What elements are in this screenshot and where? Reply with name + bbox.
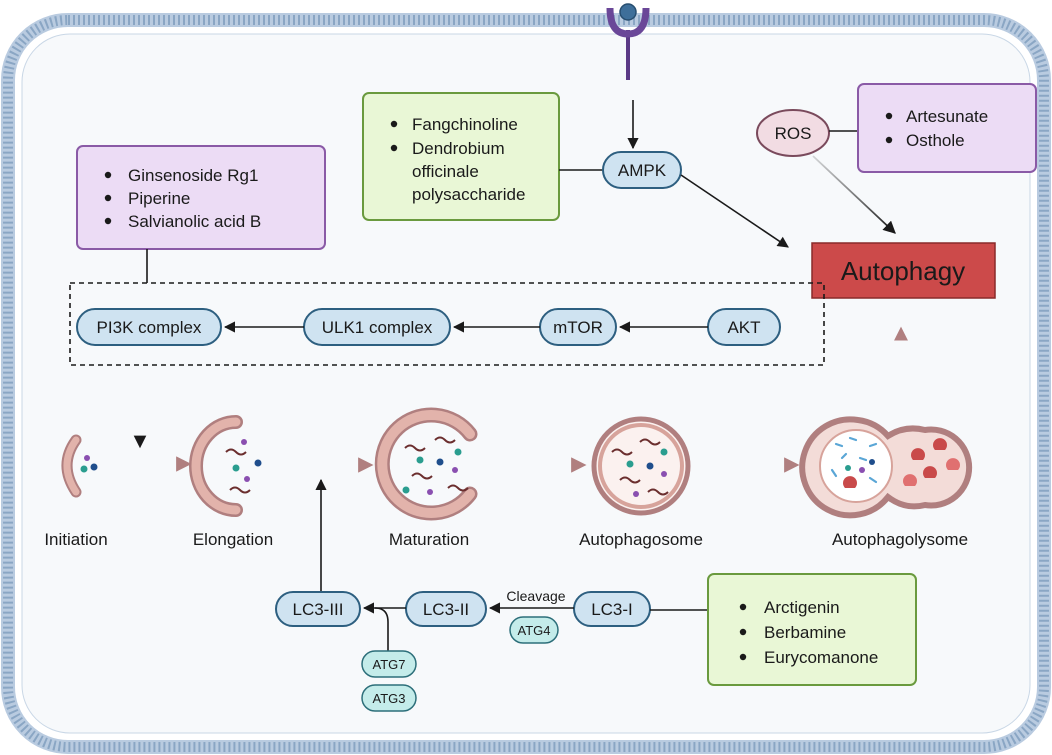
atg3-node: ATG3 bbox=[361, 684, 417, 712]
ulk1-node: ULK1 complex bbox=[303, 308, 451, 346]
stage-label-autophagolysome: Autophagolysome bbox=[832, 530, 968, 549]
stage-label-maturation: Maturation bbox=[389, 530, 469, 549]
autophagy-node: Autophagy bbox=[811, 242, 996, 299]
atg3-label: ATG3 bbox=[373, 691, 406, 706]
compound-salvianolic: Salvianolic acid B bbox=[128, 212, 261, 231]
akt-label: AKT bbox=[727, 318, 760, 337]
ulk1-label: ULK1 complex bbox=[322, 318, 433, 337]
compound-berbamine: Berbamine bbox=[764, 623, 846, 642]
compound-polysaccharide: polysaccharide bbox=[412, 185, 525, 204]
compound-box-bottom-right: Arctigenin Berbamine Eurycomanone bbox=[707, 573, 917, 686]
ros-node: ROS bbox=[756, 109, 830, 157]
atg7-node: ATG7 bbox=[361, 650, 417, 678]
atg7-label: ATG7 bbox=[373, 657, 406, 672]
atg-connector bbox=[374, 607, 389, 651]
compound-box-top-right: Artesunate Osthole bbox=[857, 83, 1037, 173]
lc3-i-label: LC3-I bbox=[591, 600, 633, 619]
lc3-iii-node: LC3-III bbox=[275, 591, 361, 627]
compound-officinale: officinale bbox=[412, 162, 479, 181]
compound-arctigenin: Arctigenin bbox=[764, 598, 840, 617]
autophagosome-vesicle-icon bbox=[591, 416, 691, 516]
compound-osthole: Osthole bbox=[906, 131, 965, 150]
compound-box-top-middle: Fangchinoline Dendrobium officinale poly… bbox=[362, 92, 560, 221]
autophagy-label: Autophagy bbox=[841, 256, 965, 286]
ampk-node: AMPK bbox=[602, 151, 682, 189]
compound-box-left: Ginsenoside Rg1 Piperine Salvianolic aci… bbox=[76, 145, 326, 250]
signaling-complex-box bbox=[69, 282, 825, 366]
lc3-ii-label: LC3-II bbox=[423, 600, 469, 619]
compound-dendrobium: Dendrobium bbox=[412, 139, 505, 158]
ampk-to-autophagy-arrow bbox=[680, 174, 789, 248]
stage-label-initiation: Initiation bbox=[44, 530, 107, 549]
mtor-label: mTOR bbox=[553, 318, 603, 337]
compound-ginsenoside: Ginsenoside Rg1 bbox=[128, 166, 258, 185]
ros-label: ROS bbox=[775, 124, 812, 143]
stage-label-elongation: Elongation bbox=[193, 530, 273, 549]
pi3k-label: PI3K complex bbox=[97, 318, 202, 337]
lc3-ii-node: LC3-II bbox=[405, 591, 487, 627]
elongation-vesicle-icon bbox=[189, 415, 262, 517]
lc3-iii-label: LC3-III bbox=[292, 600, 343, 619]
mtor-node: mTOR bbox=[539, 308, 617, 346]
ros-to-autophagy-arrow bbox=[812, 155, 896, 234]
ampk-label: AMPK bbox=[618, 161, 667, 180]
pi3k-node: PI3K complex bbox=[76, 308, 222, 346]
compound-eurycomanone: Eurycomanone bbox=[764, 648, 878, 667]
compound-fangchinoline: Fangchinoline bbox=[412, 115, 518, 134]
atg4-node: ATG4 bbox=[509, 616, 559, 644]
akt-node: AKT bbox=[707, 308, 781, 346]
maturation-vesicle-icon bbox=[374, 407, 478, 521]
lc3-i-node: LC3-I bbox=[573, 591, 651, 627]
compound-artesunate: Artesunate bbox=[906, 107, 988, 126]
atg4-label: ATG4 bbox=[518, 623, 551, 638]
stage-label-autophagosome: Autophagosome bbox=[579, 530, 703, 549]
receptor-icon bbox=[606, 3, 650, 80]
cleavage-label: Cleavage bbox=[506, 588, 565, 604]
autophagolysome-vesicle-icon bbox=[799, 416, 973, 519]
compound-piperine: Piperine bbox=[128, 189, 190, 208]
initiation-vesicle-icon bbox=[61, 434, 98, 498]
